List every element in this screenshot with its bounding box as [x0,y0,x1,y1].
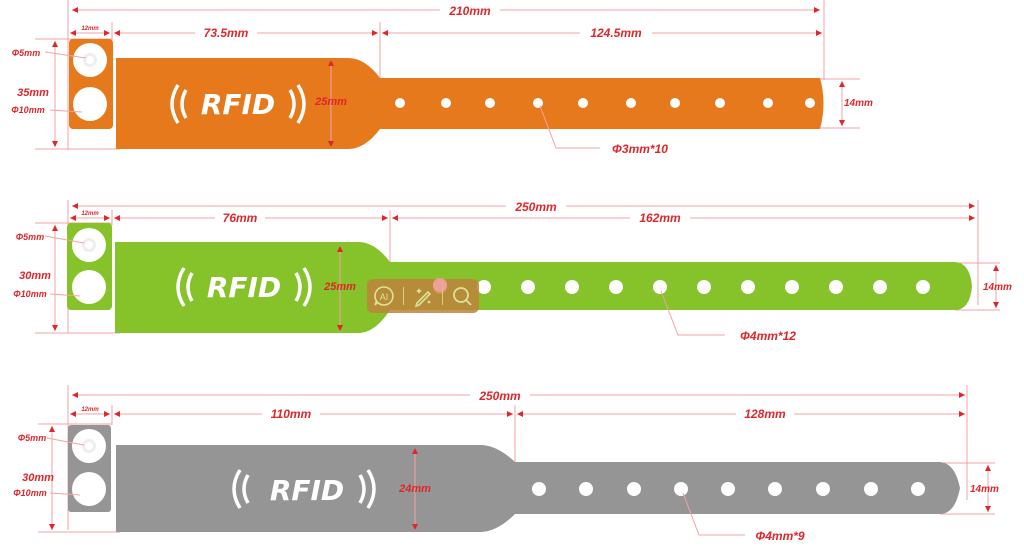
wristband-gray: 250mm 12mm 110mm 128mm 30mm Φ5mm Φ10mm R… [13,385,999,543]
search-icon [453,287,472,306]
tab-width-label: 12mm [81,26,99,32]
ai-assistant-icon: AI [373,286,394,306]
small-hole-label: Φ5mm [16,232,44,242]
search-button[interactable] [448,282,476,310]
cursor-dot [433,278,447,292]
strap-length-label: 128mm [744,407,786,421]
strap-width-label: 14mm [983,282,1012,293]
toolbar-divider [442,287,444,305]
magic-edit-button[interactable] [409,282,437,310]
total-length-label: 250mm [514,200,557,214]
tab-width-label: 12mm [81,407,99,413]
rfid-logo: RFID [176,267,312,307]
holes-label: Φ4mm*12 [740,329,796,343]
strap-length-label: 162mm [639,211,681,225]
total-length-label: 210mm [448,4,491,18]
svg-text:RFID: RFID [201,88,275,121]
svg-text:AI: AI [379,292,388,302]
large-hole-label: Φ10mm [13,488,46,498]
large-hole-label: Φ10mm [13,289,46,299]
head-width-label: 25mm [323,281,356,293]
strap-width-label: 14mm [970,484,999,495]
toolbar-divider [402,287,404,305]
tab-height-label: 30mm [19,270,51,282]
head-width-label: 24mm [398,483,431,495]
holes-label: Φ4mm*9 [755,529,805,543]
rfid-logo: RFID [170,84,306,124]
floating-ai-toolbar: AI [367,279,479,313]
large-hole-label: Φ10mm [11,105,44,115]
wristband-green: 250mm 12mm 76mm 162mm 30mm Φ5mm Φ10mm RF… [13,198,1012,343]
head-length-label: 110mm [271,407,312,421]
small-hole-label: Φ5mm [18,433,46,443]
svg-text:RFID: RFID [207,271,281,304]
rfid-logo: RFID [232,469,376,509]
holes-label: Φ3mm*10 [612,142,668,156]
total-length-label: 250mm [478,389,521,403]
svg-text:RFID: RFID [270,474,344,507]
magic-edit-icon [414,288,432,308]
head-length-label: 73.5mm [204,26,249,40]
ai-assistant-button[interactable]: AI [370,282,398,310]
strap-holes [532,482,925,496]
strap-length-label: 124.5mm [590,26,642,40]
strap-width-label: 14mm [844,98,873,109]
tab-width-label: 12mm [81,211,99,217]
wristband-orange: 210mm 12mm 73.5mm 124.5mm 35mm Φ5mm Φ10m… [11,0,873,156]
tab-height-label: 35mm [17,87,49,99]
head-length-label: 76mm [223,211,258,225]
tab-height-label: 30mm [22,472,54,484]
head-width-label: 25mm [314,96,347,108]
strap-holes [395,98,815,108]
small-hole-label: Φ5mm [12,48,40,58]
